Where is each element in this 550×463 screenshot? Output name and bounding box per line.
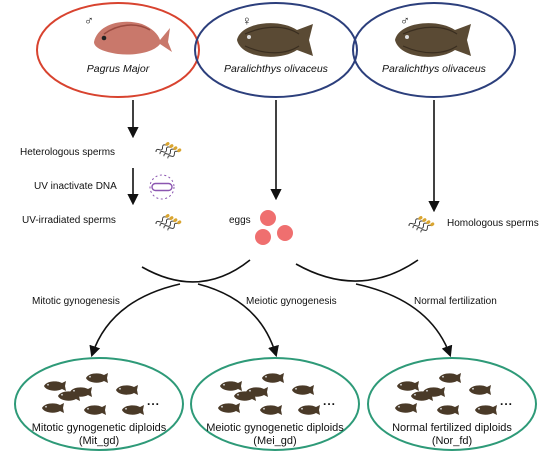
- heterologous-sperm-icon: [154, 140, 183, 161]
- parent-name-paralichthys-female: Paralichthys olivaceus: [224, 63, 328, 75]
- egg-icon: [255, 229, 271, 245]
- homologous-sperm-icon: [407, 214, 436, 235]
- result-label-mitotic: Mitotic gynogenetic diploids (Mit_gd): [32, 422, 167, 447]
- uv-lamp-icon: [149, 174, 175, 200]
- eggs-label: eggs: [229, 215, 251, 226]
- homologous-sperms-label: Homologous sperms: [447, 218, 539, 229]
- pagrus-fish-image: [94, 21, 172, 55]
- result-name-meiotic: Meiotic gynogenetic diploids: [206, 422, 344, 434]
- joining-curve-left: [141, 259, 251, 283]
- result-name-mitotic: Mitotic gynogenetic diploids: [31, 422, 167, 434]
- result-name-normal: Normal fertilized diploids: [392, 422, 512, 434]
- result-code-mitotic: (Mit_gd): [78, 434, 120, 447]
- paralichthys-female-image: [237, 23, 313, 57]
- male-symbol-icon: ♂: [400, 13, 410, 28]
- egg-icon: [260, 210, 276, 226]
- result-code-normal: (Nor_fd): [431, 434, 473, 447]
- parent-ellipse-pagrus: [36, 2, 200, 98]
- result-ellipse-normal: [367, 357, 537, 451]
- parent-name-paralichthys-male: Paralichthys olivaceus: [382, 63, 486, 75]
- parent-ellipse-paralichthys-male: [352, 2, 516, 98]
- uv-inactivate-label: UV inactivate DNA: [34, 181, 117, 192]
- result-code-meiotic: (Mei_gd): [253, 434, 297, 447]
- result-label-normal: Normal fertilized diploids (Nor_fd): [392, 422, 512, 447]
- offspring-group-normal: [395, 373, 497, 415]
- method-label-meiotic: Meiotic gynogenesis: [246, 296, 337, 307]
- parent-name-pagrus: Pagrus Major: [86, 63, 150, 75]
- uv-irradiated-sperm-icon: [154, 212, 183, 233]
- result-ellipse-meiotic: [190, 357, 360, 451]
- result-label-meiotic: Meiotic gynogenetic diploids (Mei_gd): [206, 422, 344, 447]
- offspring-group-meiotic: [218, 373, 320, 415]
- joining-curve-right: [295, 259, 419, 282]
- uv-irradiated-sperms-label: UV-irradiated sperms: [22, 215, 116, 226]
- method-label-mitotic: Mitotic gynogenesis: [32, 296, 120, 307]
- result-ellipse-mitotic: [14, 357, 184, 451]
- paralichthys-male-image: [395, 23, 471, 57]
- more-offspring-ellipsis: ...: [500, 394, 514, 408]
- method-label-normal: Normal fertilization: [414, 296, 497, 307]
- arrow-normal: [355, 283, 453, 358]
- parent-ellipse-paralichthys-female: [194, 2, 358, 98]
- more-offspring-ellipsis: ...: [147, 394, 161, 408]
- female-symbol-icon: ♀: [242, 13, 252, 28]
- egg-icon: [277, 225, 293, 241]
- more-offspring-ellipsis: ...: [323, 394, 337, 408]
- arrow-mitotic: [89, 283, 181, 358]
- offspring-group-mitotic: [42, 373, 144, 415]
- arrow-meiotic: [197, 283, 279, 358]
- male-symbol-icon: ♂: [84, 13, 94, 28]
- heterologous-sperms-label: Heterologous sperms: [20, 147, 116, 158]
